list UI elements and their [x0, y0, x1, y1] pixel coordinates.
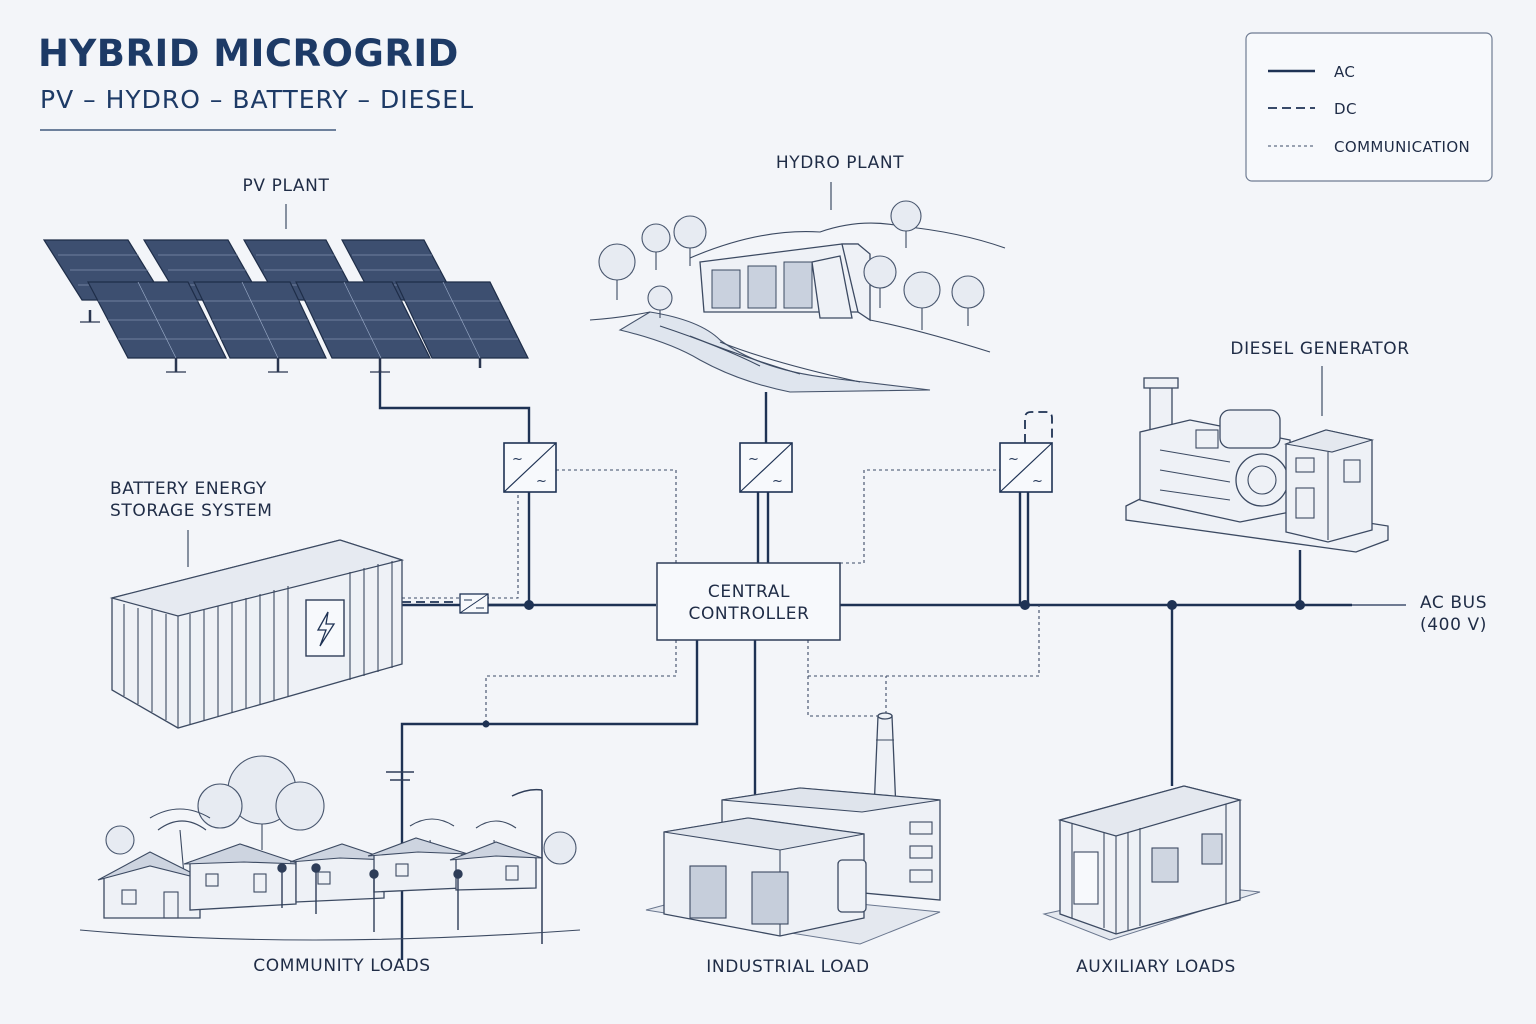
controller-label-1: CENTRAL	[708, 582, 790, 602]
village-people	[277, 863, 463, 932]
village-houses	[97, 837, 543, 919]
hydro-hills	[689, 222, 1006, 259]
factory-rear-roof	[721, 787, 941, 813]
power-pole	[386, 771, 543, 944]
hydro-plant-label: HYDRO PLANT	[776, 153, 904, 173]
community-loads[interactable]: COMMUNITY LOADS	[79, 755, 581, 976]
central-controller[interactable]: CENTRAL CONTROLLER	[656, 562, 841, 641]
svg-text:~: ~	[512, 452, 523, 467]
aux-container-roof	[1057, 785, 1243, 837]
battery-label-1: BATTERY ENERGY	[110, 479, 267, 499]
aux-window	[1151, 847, 1179, 883]
village-ground	[79, 929, 581, 941]
battery-panel-door	[305, 599, 345, 657]
page-title: HYBRID MICROGRID	[38, 32, 459, 75]
factory-windows	[909, 821, 933, 883]
factory-front-roof	[663, 817, 865, 851]
community-loads-label: COMMUNITY LOADS	[253, 956, 430, 976]
comm-controller-community	[485, 640, 677, 724]
legend-comm-label: COMMUNICATION	[1334, 138, 1470, 156]
junction-dot	[482, 720, 490, 728]
junction-dot	[1295, 600, 1305, 610]
aux-door	[1073, 851, 1099, 905]
community-feeder	[400, 640, 699, 960]
comm-controller-industrial	[807, 640, 887, 717]
svg-text:~: ~	[1032, 474, 1043, 489]
comm-pv-controller	[556, 469, 677, 563]
pv-panel-array-front	[87, 281, 529, 359]
third-inverter[interactable]: ~ ~	[999, 442, 1053, 493]
industrial-load-label: INDUSTRIAL LOAD	[706, 957, 869, 977]
hydro-dam	[699, 243, 871, 322]
svg-text:~: ~	[536, 474, 547, 489]
pv-mount-posts	[88, 310, 482, 372]
hydro-inverter[interactable]: ~ ~	[739, 442, 793, 493]
hydro-riverbanks	[589, 311, 991, 353]
pv-ground-feet	[80, 321, 390, 373]
diesel-control-cabinet	[1283, 429, 1375, 543]
controller-label-2: CONTROLLER	[688, 604, 809, 624]
legend-ac-label: AC	[1334, 63, 1355, 81]
page-subtitle: PV – HYDRO – BATTERY – DIESEL	[40, 85, 474, 114]
comm-controller-bus	[808, 605, 1040, 677]
auxiliary-loads[interactable]: AUXILIARY LOADS	[1042, 785, 1261, 977]
wiring	[378, 370, 1406, 960]
battery-container-ribs	[123, 561, 393, 724]
battery-converter[interactable]	[459, 593, 489, 614]
ac-bus-label-2: (400 V)	[1420, 615, 1487, 635]
legend: AC DC COMMUNICATION	[1245, 32, 1493, 182]
industrial-load[interactable]: INDUSTRIAL LOAD	[645, 712, 941, 977]
battery-label-2: STORAGE SYSTEM	[110, 501, 273, 521]
factory-tank	[837, 859, 867, 913]
diesel-engine	[1139, 377, 1291, 523]
diesel-generator[interactable]: DIESEL GENERATOR	[1125, 339, 1410, 553]
hydro-plant[interactable]: HYDRO PLANT	[589, 153, 1006, 393]
junction-dot	[1167, 600, 1177, 610]
hydro-river-ripples	[659, 325, 861, 383]
controller-box[interactable]	[656, 562, 841, 641]
legend-dc-label: DC	[1334, 100, 1357, 118]
diesel-generator-label: DIESEL GENERATOR	[1230, 339, 1409, 359]
ac-bus-label-1: AC BUS	[1420, 593, 1487, 613]
svg-text:~: ~	[772, 474, 783, 489]
hydro-river	[618, 311, 931, 393]
svg-text:~: ~	[1008, 452, 1019, 467]
battery-container-roof	[109, 539, 405, 617]
junction-dot	[1020, 600, 1030, 610]
legend-box	[1245, 32, 1493, 182]
junction-dot	[524, 600, 534, 610]
lightning-icon	[316, 611, 336, 647]
inverter3-dc-loop	[1024, 411, 1053, 443]
pv-inverter[interactable]: ~ ~	[503, 442, 557, 493]
auxiliary-loads-label: AUXILIARY LOADS	[1076, 957, 1236, 977]
hydro-trees	[598, 200, 985, 330]
factory-garage-doors	[689, 865, 789, 925]
comm-controller-inverter3	[840, 469, 1002, 564]
comm-battery-pv	[402, 470, 519, 599]
aux-window	[1201, 833, 1223, 865]
pv-feeder	[378, 370, 531, 446]
pv-plant[interactable]: PV PLANT	[42, 176, 529, 373]
pv-plant-label: PV PLANT	[243, 176, 330, 196]
svg-text:~: ~	[748, 452, 759, 467]
battery-storage[interactable]: BATTERY ENERGY STORAGE SYSTEM	[109, 479, 405, 729]
aux-container-ribs	[1071, 804, 1227, 930]
